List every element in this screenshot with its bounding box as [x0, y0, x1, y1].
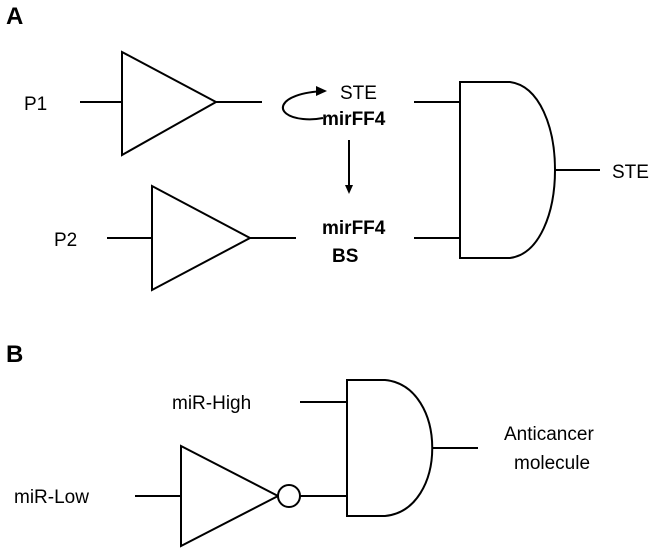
mir-low-label: miR-Low [14, 487, 89, 508]
buffer-gate-p1 [121, 50, 219, 157]
splice-arrow-head [316, 86, 327, 96]
mirff4-label: mirFF4 [322, 109, 386, 130]
p1-label: P1 [24, 94, 47, 115]
buffer-gate-p2 [151, 184, 253, 292]
output-line-1: Anticancer [504, 424, 594, 445]
not-gate-triangle [180, 444, 281, 548]
mirff4-bs-label-line2: BS [332, 246, 358, 267]
panel-b-label: B [6, 341, 23, 368]
mirff4-bs-label-line1: mirFF4 [322, 218, 386, 239]
mir-high-label: miR-High [172, 393, 251, 414]
p2-label: P2 [54, 230, 77, 251]
splice-loop-arrow [282, 90, 326, 121]
and-gate-a [459, 81, 556, 259]
output-ste-label: STE [612, 162, 649, 183]
panel-a-label: A [6, 3, 23, 30]
output-line-2: molecule [514, 453, 590, 474]
and-gate-b [346, 379, 434, 517]
ste-label: STE [340, 83, 377, 104]
not-gate-inversion-bubble [277, 484, 301, 508]
